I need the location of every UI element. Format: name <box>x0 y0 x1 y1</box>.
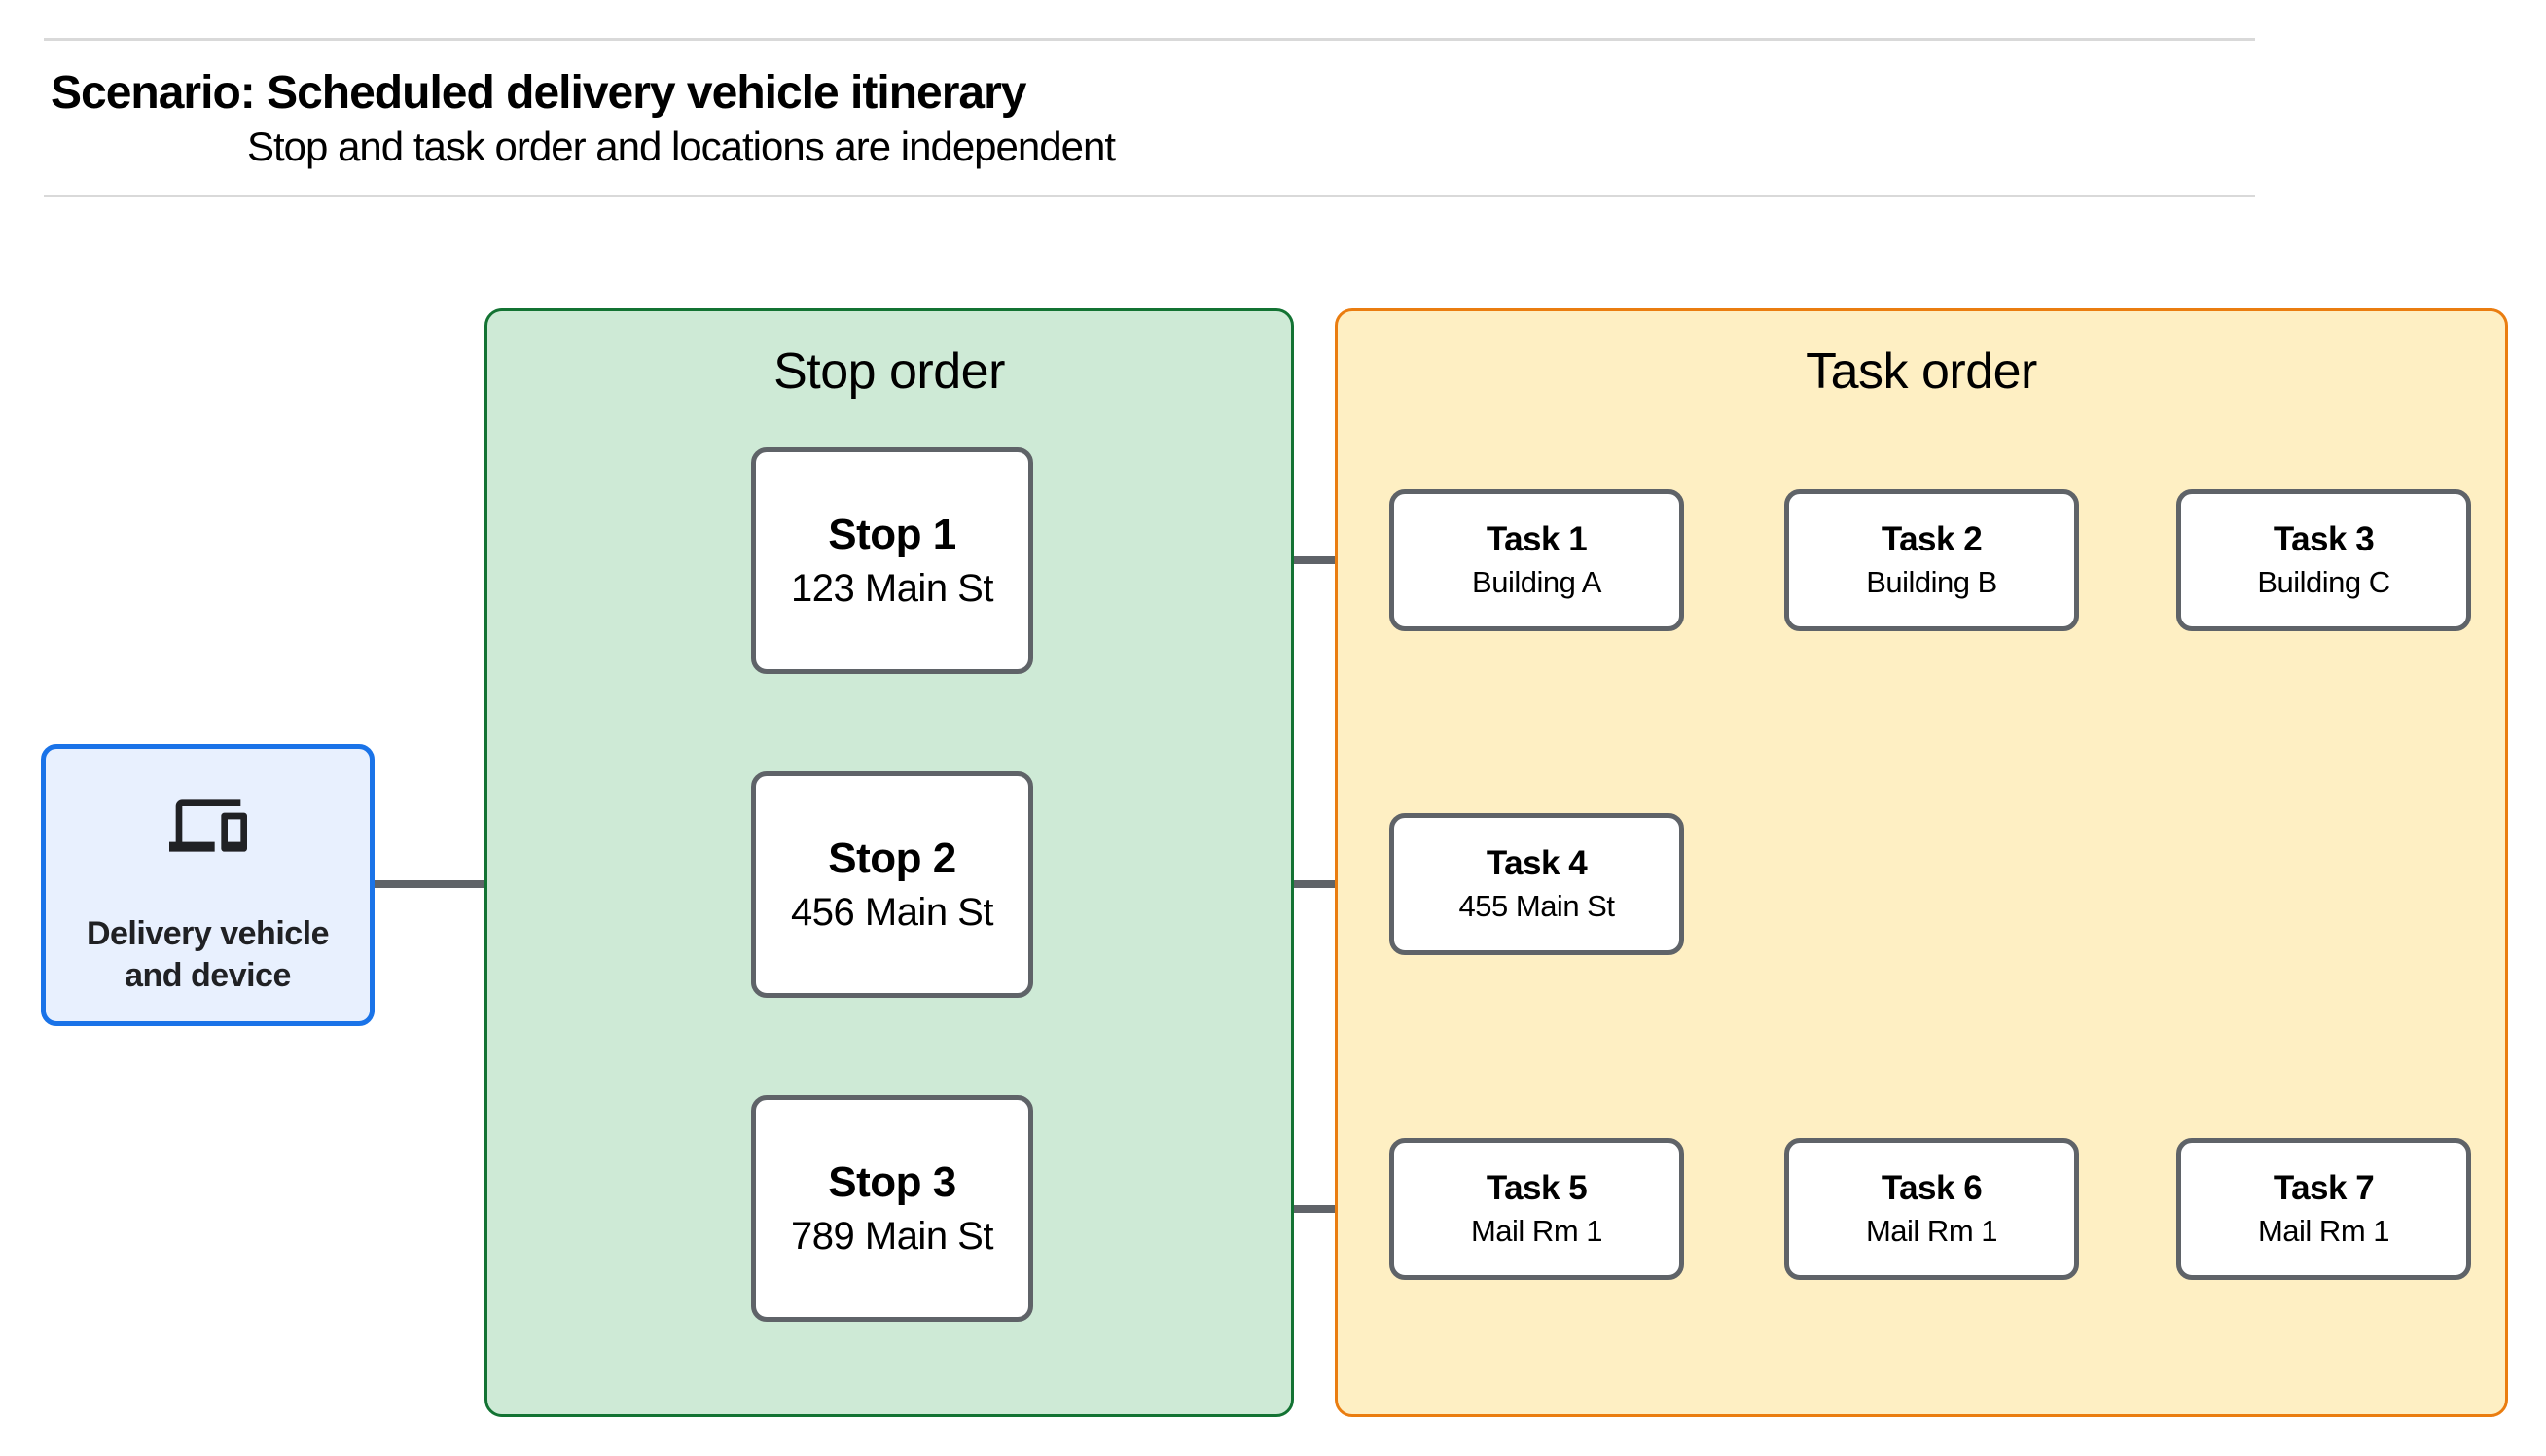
task-1-location: Building A <box>1472 565 1601 600</box>
stop-2-title: Stop 2 <box>828 835 956 883</box>
task-3-node: Task 3 Building C <box>2176 489 2471 631</box>
task-3-title: Task 3 <box>2273 520 2375 559</box>
task-4-location: 455 Main St <box>1458 889 1615 924</box>
stop-1-address: 123 Main St <box>791 566 993 610</box>
delivery-vehicle-label: Delivery vehicle and device <box>46 913 370 996</box>
header-rule-bottom <box>44 195 2255 197</box>
stop-order-panel-title: Stop order <box>773 343 1005 400</box>
task-3-location: Building C <box>2257 565 2390 600</box>
delivery-vehicle-label-line1: Delivery vehicle <box>86 915 330 952</box>
task-order-panel-title: Task order <box>1806 343 2037 400</box>
task-1-title: Task 1 <box>1486 520 1588 559</box>
stop-3-address: 789 Main St <box>791 1214 993 1258</box>
delivery-vehicle-node: Delivery vehicle and device <box>41 744 375 1026</box>
stop-2-address: 456 Main St <box>791 890 993 934</box>
task-5-node: Task 5 Mail Rm 1 <box>1389 1138 1684 1280</box>
task-5-location: Mail Rm 1 <box>1470 1214 1603 1249</box>
task-7-title: Task 7 <box>2273 1169 2375 1208</box>
task-5-title: Task 5 <box>1486 1169 1588 1208</box>
header-rule-top <box>44 38 2255 41</box>
task-7-node: Task 7 Mail Rm 1 <box>2176 1138 2471 1280</box>
stop-3-title: Stop 3 <box>828 1158 956 1207</box>
task-4-title: Task 4 <box>1486 844 1588 883</box>
task-6-location: Mail Rm 1 <box>1865 1214 1998 1249</box>
task-2-node: Task 2 Building B <box>1784 489 2079 631</box>
task-2-location: Building B <box>1866 565 1997 600</box>
task-6-title: Task 6 <box>1881 1169 1983 1208</box>
stop-1-node: Stop 1 123 Main St <box>751 447 1033 674</box>
page-subtitle: Stop and task order and locations are in… <box>247 124 1116 169</box>
stop-3-node: Stop 3 789 Main St <box>751 1095 1033 1322</box>
devices-icon <box>168 799 247 852</box>
task-6-node: Task 6 Mail Rm 1 <box>1784 1138 2079 1280</box>
task-1-node: Task 1 Building A <box>1389 489 1684 631</box>
task-7-location: Mail Rm 1 <box>2257 1214 2390 1249</box>
delivery-vehicle-label-line2: and device <box>125 956 291 994</box>
task-2-title: Task 2 <box>1881 520 1983 559</box>
page-title: Scenario: Scheduled delivery vehicle iti… <box>51 67 1026 119</box>
stop-1-title: Stop 1 <box>828 511 956 559</box>
task-4-node: Task 4 455 Main St <box>1389 813 1684 955</box>
stop-2-node: Stop 2 456 Main St <box>751 771 1033 998</box>
